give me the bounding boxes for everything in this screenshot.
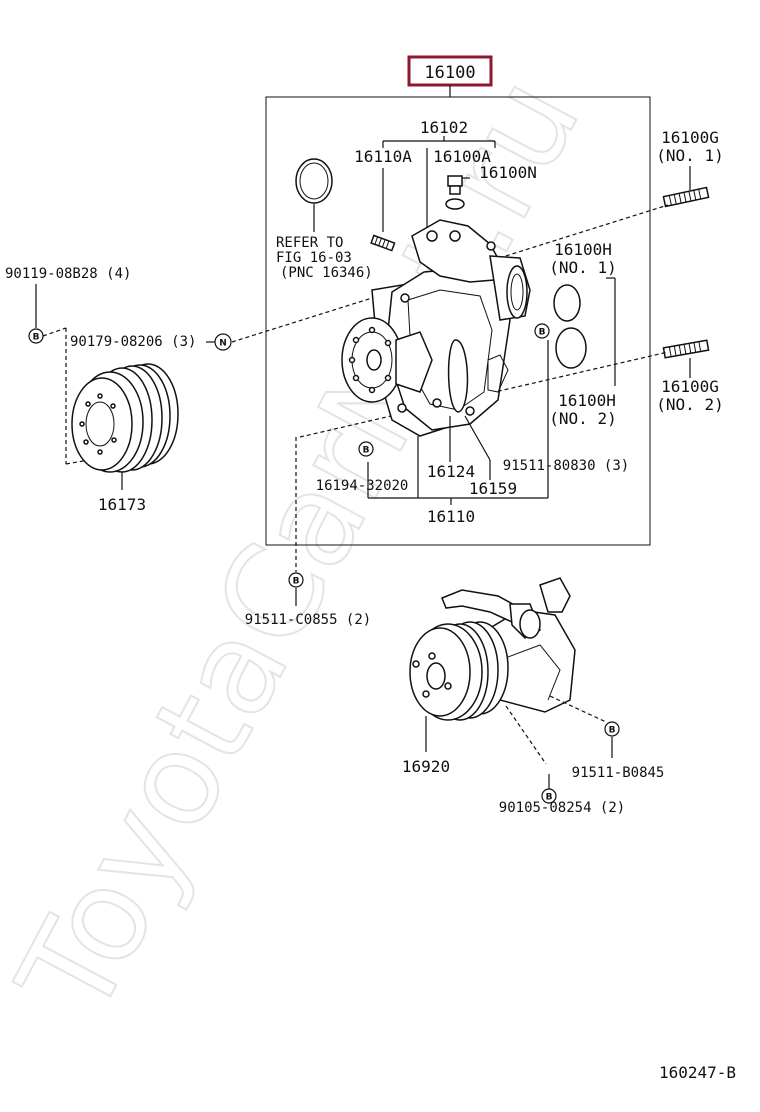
main-part-number[interactable]: 16100: [424, 63, 475, 83]
stud-16100G-no1[interactable]: [662, 186, 710, 208]
label-16124[interactable]: 16124: [427, 462, 475, 481]
gasket-16100N[interactable]: [445, 198, 465, 210]
water-pump-assembly[interactable]: [341, 219, 531, 437]
o-ring-16100H-no1[interactable]: [553, 284, 581, 322]
label-90105-08254[interactable]: 90105-08254 (2): [499, 800, 625, 816]
refer-line-3: (PNC 16346): [280, 265, 373, 281]
bolt-marker-b-left[interactable]: B: [28, 328, 44, 344]
svg-text:B: B: [363, 446, 370, 456]
label-16100H-no1: (NO. 1): [549, 258, 616, 277]
assembly-frame: [265, 96, 651, 546]
label-16159[interactable]: 16159: [469, 479, 517, 498]
bolt-marker-b-right[interactable]: B: [534, 323, 550, 339]
bolt-marker-b-pump-right[interactable]: B: [604, 721, 620, 737]
drain-plug-16100A[interactable]: [447, 175, 463, 195]
label-16100G-no1: (NO. 1): [656, 146, 723, 165]
label-16100G-1[interactable]: 16100G: [661, 128, 719, 147]
svg-text:N: N: [219, 339, 227, 349]
label-16100G-no2: (NO. 2): [656, 395, 723, 414]
stud-16110A[interactable]: [370, 234, 396, 252]
label-16110A[interactable]: 16110A: [354, 147, 412, 166]
label-16100G-2[interactable]: 16100G: [661, 377, 719, 396]
label-91511-B0845[interactable]: 91511-B0845: [572, 765, 665, 781]
label-16173[interactable]: 16173: [98, 495, 146, 514]
pump-16920[interactable]: [409, 577, 576, 721]
bolt-marker-b-bottom-left[interactable]: B: [288, 572, 304, 588]
svg-text:B: B: [546, 793, 553, 803]
label-16100H-no2: (NO. 2): [549, 409, 616, 428]
figure-code: 160247-B: [659, 1063, 736, 1082]
label-16194-32020[interactable]: 16194-32020: [316, 478, 409, 494]
refer-line-2: FIG 16-03: [276, 250, 352, 266]
label-16102[interactable]: 16102: [420, 118, 468, 137]
label-91511-80830[interactable]: 91511-80830 (3): [503, 458, 629, 474]
label-16100H-2[interactable]: 16100H: [558, 391, 616, 410]
svg-text:B: B: [609, 726, 616, 736]
bolt-marker-n[interactable]: N: [214, 333, 232, 351]
watermark: ToyotaCarNet.ru: [0, 54, 609, 1040]
label-90119-08B28[interactable]: 90119-08B28 (4): [5, 266, 131, 282]
label-90179-08206[interactable]: 90179-08206 (3): [70, 334, 196, 350]
label-16920[interactable]: 16920: [402, 757, 450, 776]
bolt-marker-b-lower[interactable]: B: [358, 441, 374, 457]
svg-text:B: B: [33, 333, 40, 343]
o-ring-16100H-no2[interactable]: [555, 327, 587, 369]
pulley-16173[interactable]: [71, 363, 179, 473]
label-16100H-1[interactable]: 16100H: [554, 240, 612, 259]
o-ring-refer[interactable]: [295, 158, 333, 204]
svg-text:B: B: [539, 328, 546, 338]
bolt-marker-b-pump-lower[interactable]: B: [541, 788, 557, 804]
label-16100A[interactable]: 16100A: [433, 147, 491, 166]
svg-text:B: B: [293, 577, 300, 587]
refer-line-1: REFER TO: [276, 235, 343, 251]
label-16110[interactable]: 16110: [427, 507, 475, 526]
label-16100N[interactable]: 16100N: [479, 163, 537, 182]
align-line-upper: [231, 204, 669, 343]
label-91511-C0855[interactable]: 91511-C0855 (2): [245, 612, 371, 628]
stud-16100G-no2[interactable]: [662, 339, 710, 359]
